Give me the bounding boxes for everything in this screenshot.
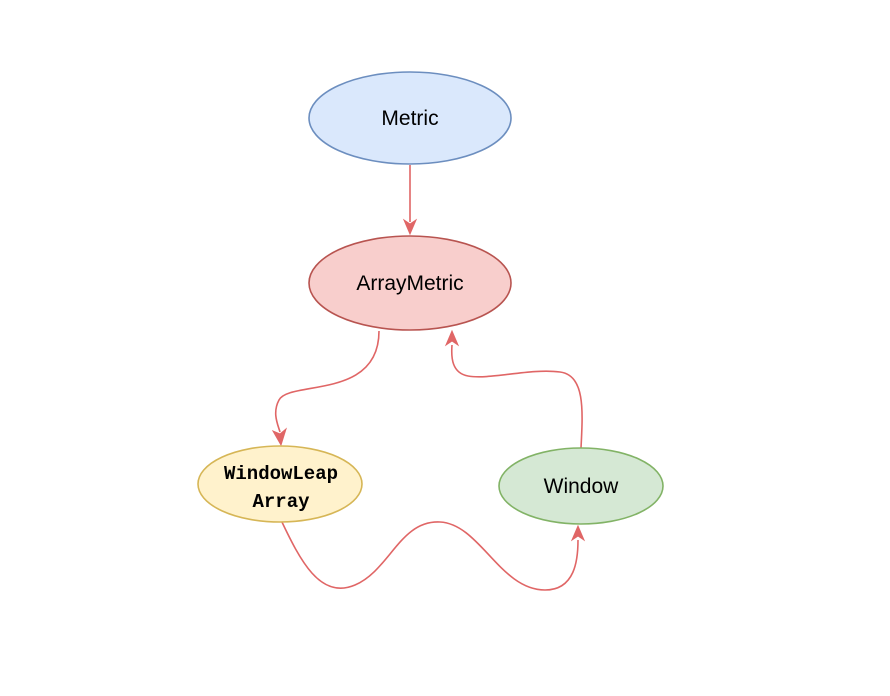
node-arraymetric[interactable]: ArrayMetric xyxy=(308,235,512,331)
windowleaparray-label-line1: WindowLeap xyxy=(224,463,338,485)
edge-window-to-arraymetric[interactable] xyxy=(450,344,583,449)
metric-label: Metric xyxy=(381,107,438,130)
windowleaparray-label-line2: Array xyxy=(252,491,310,513)
arrowhead-window-bottom xyxy=(570,524,586,542)
edges xyxy=(271,165,586,591)
window-ellipse xyxy=(498,447,664,525)
edge-arraymetric-to-windowleaparray[interactable] xyxy=(274,330,380,433)
node-metric[interactable]: Metric xyxy=(308,71,512,165)
arrowhead-arraymetric-top xyxy=(402,218,418,236)
node-window[interactable]: Window xyxy=(498,447,664,525)
arraymetric-ellipse xyxy=(308,235,512,331)
edge-windowleaparray-to-window[interactable] xyxy=(280,519,579,591)
arraymetric-label: ArrayMetric xyxy=(356,272,463,295)
windowleaparray-ellipse xyxy=(197,445,363,523)
node-windowleaparray[interactable]: WindowLeap Array xyxy=(197,445,363,523)
arrowhead-arraymetric-bottom xyxy=(444,329,460,347)
arrowhead-windowleaparray-top xyxy=(271,427,287,447)
metric-ellipse xyxy=(308,71,512,165)
window-label: Window xyxy=(544,475,620,498)
